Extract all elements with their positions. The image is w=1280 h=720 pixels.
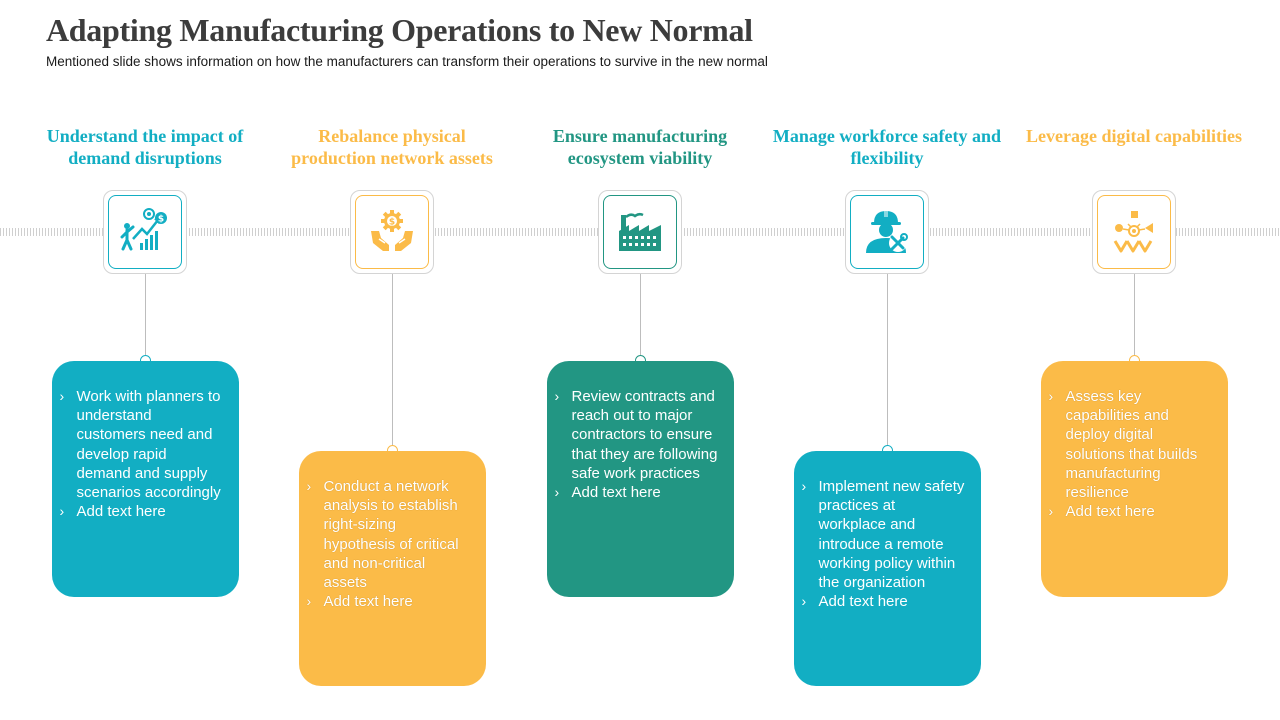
- svg-text:$: $: [389, 218, 395, 228]
- connector-demand: [144, 274, 146, 360]
- list-item: ›Add text here: [801, 593, 908, 611]
- card-workforce: ›Implement new safety practices at workp…: [793, 451, 981, 686]
- connector-workforce: [886, 274, 888, 450]
- icon-box-demand: $: [103, 190, 187, 274]
- list-item: ›Conduct a network analysis to establish…: [306, 478, 459, 592]
- list-item: ›Add text here: [306, 593, 413, 611]
- worker-hardhat-tools-icon: [866, 209, 908, 253]
- svg-text:$: $: [158, 215, 164, 225]
- icon-box-ecosystem: [598, 190, 682, 274]
- list-item: ›Work with planners to understand custom…: [59, 388, 221, 502]
- column-heading-workforce: Manage workforce safety and flexibility: [772, 126, 1002, 168]
- connector-digital: [1133, 274, 1135, 360]
- icon-box-rebalance: $: [350, 190, 434, 274]
- list-item: ›Add text here: [59, 503, 166, 521]
- connector-ecosystem: [639, 274, 641, 360]
- list-item: ›Review contracts and reach out to major…: [554, 388, 718, 482]
- page-title: Adapting Manufacturing Operations to New…: [46, 12, 753, 48]
- column-heading-digital: Leverage digital capabilities: [1026, 126, 1242, 146]
- icon-box-digital: [1092, 190, 1176, 274]
- card-ecosystem: ›Review contracts and reach out to major…: [546, 361, 734, 597]
- list-item: ›Add text here: [1048, 503, 1155, 521]
- list-item: ›Implement new safety practices at workp…: [801, 478, 965, 592]
- list-item: ›Assess key capabilities and deploy digi…: [1048, 388, 1198, 502]
- column-heading-rebalance: Rebalance physical production network as…: [291, 126, 493, 168]
- icon-box-workforce: [845, 190, 929, 274]
- card-digital: ›Assess key capabilities and deploy digi…: [1040, 361, 1228, 597]
- column-heading-ecosystem: Ensure manufacturing ecosystem viability: [552, 126, 728, 168]
- hands-gear-dollar-icon: $: [371, 210, 413, 251]
- list-item: ›Add text here: [554, 484, 661, 502]
- card-rebalance: ›Conduct a network analysis to establish…: [298, 451, 486, 686]
- page-subtitle: Mentioned slide shows information on how…: [46, 54, 768, 69]
- card-demand: ›Work with planners to understand custom…: [51, 361, 239, 597]
- factory-icon: [619, 212, 661, 251]
- digital-network-icon: [1113, 211, 1153, 253]
- connector-rebalance: [391, 274, 393, 450]
- growth-chart-person-icon: $: [120, 208, 167, 251]
- column-heading-demand: Understand the impact of demand disrupti…: [46, 126, 244, 168]
